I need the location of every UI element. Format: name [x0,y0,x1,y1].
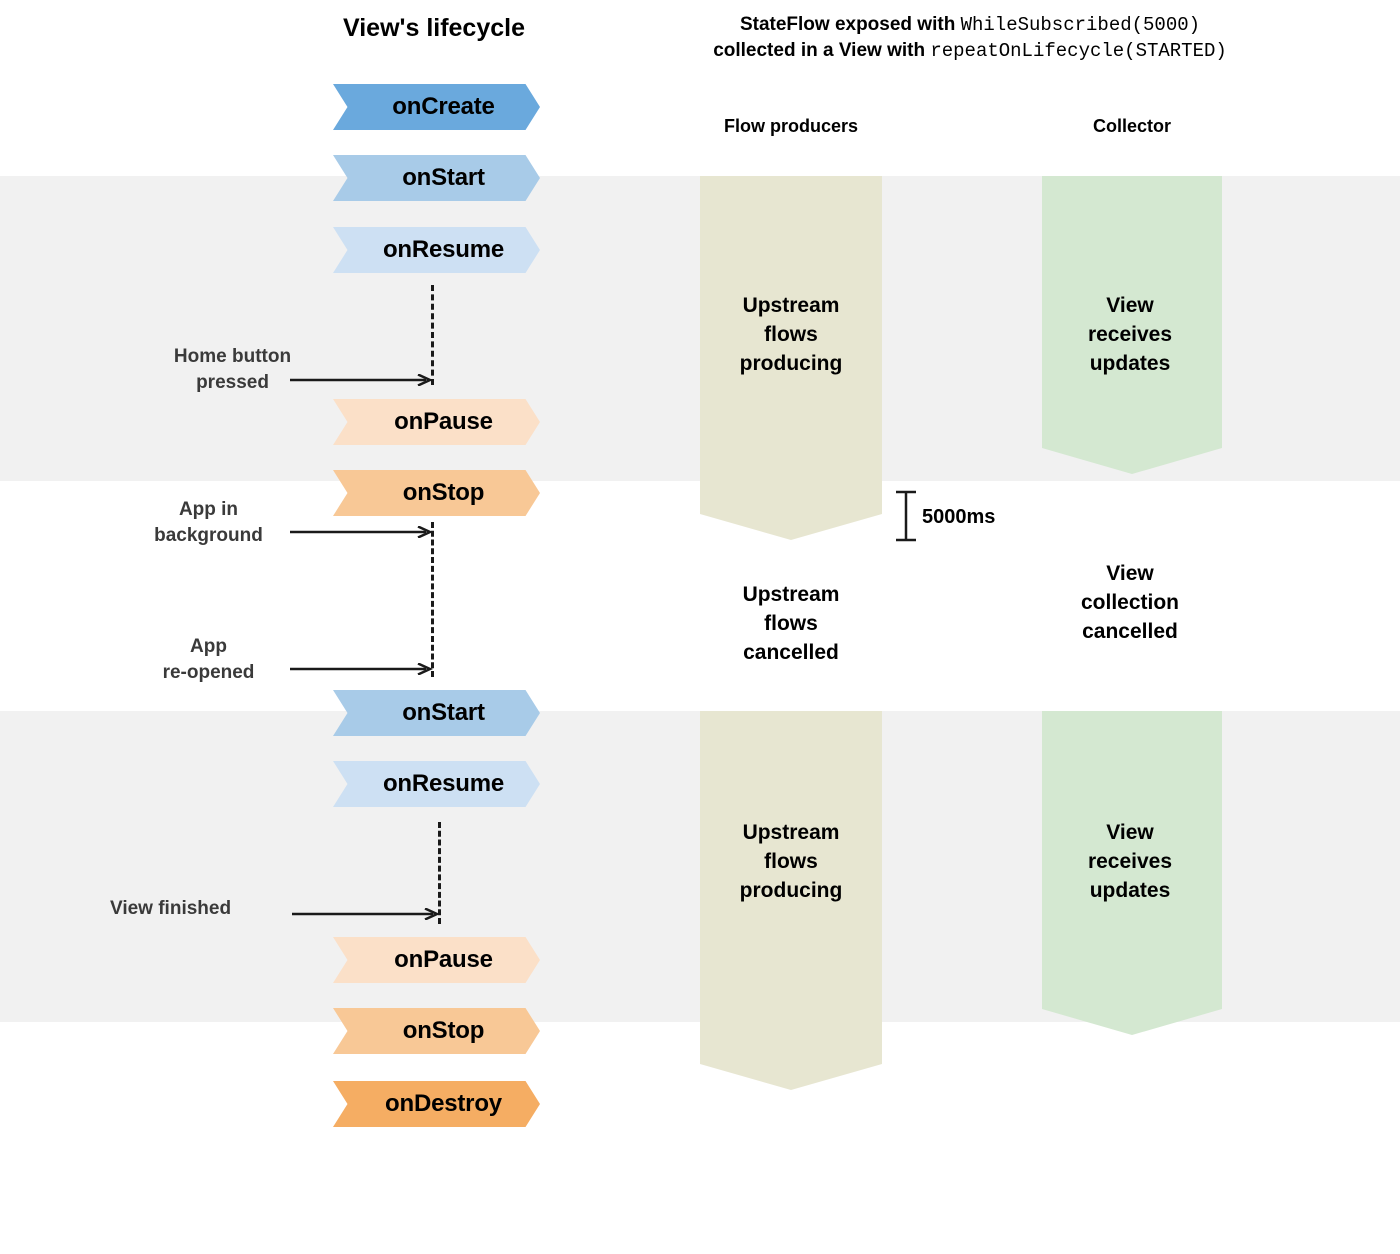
lifecycle-chevron-label: onStop [402,479,485,506]
event-arrow-app-reopened [290,663,435,675]
ribbon-upstream-flows-producing-1 [700,176,882,540]
ribbon-view-receives-updates-2 [1042,711,1222,1035]
ribbon-label-view-receives-updates-1: View receives updates [1087,294,1173,375]
ribbon-upstream-flows-producing-2 [700,711,882,1090]
column-header-flow-producers: Flow producers [723,116,858,136]
dashed-connector-stop-to-start [431,522,434,677]
lifecycle-chevron-onresume-1[interactable]: onResume [333,227,540,273]
ribbon-label-upstream-flows-producing-2: Upstream flows producing [739,821,843,902]
lifecycle-chevron-label: onResume [382,236,505,263]
lifecycle-chevron-onresume-2[interactable]: onResume [333,761,540,807]
event-arrow-view-finished [292,908,442,920]
lifecycle-chevron-onstart-1[interactable]: onStart [333,155,540,201]
lifecycle-chevron-onpause-1[interactable]: onPause [333,399,540,445]
stateflow-title-line-2: collected in a View with repeatOnLifecyc… [700,38,1240,64]
lifecycle-chevron-label: onCreate [392,93,495,120]
lifecycle-chevron-label: onStart [402,164,485,191]
lifecycle-chevron-onpause-2[interactable]: onPause [333,937,540,983]
stateflow-title-line-1-text: StateFlow exposed with [739,14,961,35]
dashed-connector-resume-to-pause [431,285,434,385]
lifecycle-chevron-ondestroy[interactable]: onDestroy [333,1081,540,1127]
page-title-stateflow: StateFlow exposed with WhileSubscribed(5… [700,12,1240,64]
lifecycle-chevron-label: onResume [382,770,505,797]
event-label-view-finished: View finished [110,898,232,919]
lifecycle-chevron-onstart-2[interactable]: onStart [333,690,540,736]
lifecycle-chevron-label: onPause [394,946,493,973]
status-label-view-collection-cancelled: View collection cancelled [1080,562,1180,643]
lifecycle-chevron-label: onStart [402,699,485,726]
page-title-lifecycle: View's lifecycle [343,14,525,42]
event-arrow-app-in-background [290,526,435,538]
delay-marker-5000ms [894,490,918,547]
lifecycle-chevron-label: onDestroy [385,1090,502,1117]
stateflow-title-line-1-code: WhileSubscribed(5000) [960,14,1201,36]
dashed-connector-resume2-to-pause2 [438,822,441,924]
stateflow-title-line-2-text: collected in a View with [713,40,931,61]
lifecycle-chevron-onstop-1[interactable]: onStop [333,470,540,516]
ribbon-label-view-receives-updates-2: View receives updates [1087,821,1173,902]
lifecycle-chevron-label: onStop [402,1017,485,1044]
delay-marker-label: 5000ms [922,506,996,528]
status-label-upstream-flows-cancelled: Upstream flows cancelled [742,583,840,664]
stateflow-title-line-2-code: repeatOnLifecycle(STARTED) [930,40,1227,62]
lifecycle-chevron-oncreate[interactable]: onCreate [333,84,540,130]
event-arrow-home-button-pressed [290,374,435,386]
stateflow-title-line-1: StateFlow exposed with WhileSubscribed(5… [700,12,1240,38]
lifecycle-chevron-onstop-2[interactable]: onStop [333,1008,540,1054]
ribbon-label-upstream-flows-producing-1: Upstream flows producing [739,294,843,375]
event-label-app-reopened: App re-opened [162,636,255,683]
column-header-collector: Collector [1092,116,1171,136]
event-label-app-in-background: App in background [154,499,263,546]
event-label-home-button-pressed: Home button pressed [173,346,292,393]
ribbon-view-receives-updates-1 [1042,176,1222,474]
lifecycle-chevron-label: onPause [394,408,493,435]
